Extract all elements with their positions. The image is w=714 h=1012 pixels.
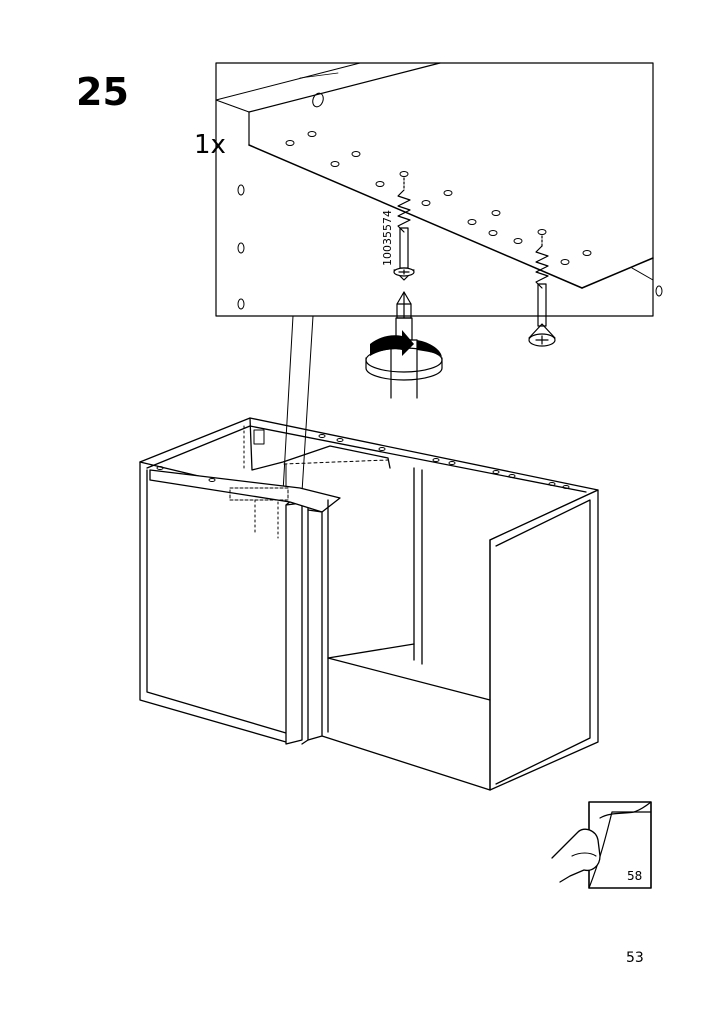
page-number: 53 (626, 950, 644, 966)
screw-icon (393, 177, 415, 281)
corner-cabinet (139, 417, 599, 791)
screw-icon (528, 235, 556, 347)
reference-page-number: 58 (627, 869, 642, 883)
page-turn-hand-icon (551, 801, 652, 889)
step-number: 25 (76, 70, 129, 114)
clockwise-rotation-icon (365, 330, 443, 381)
detail-zoom-box (215, 62, 663, 493)
part-number: 10035574 (381, 210, 394, 266)
quantity-label: 1x (194, 130, 226, 160)
